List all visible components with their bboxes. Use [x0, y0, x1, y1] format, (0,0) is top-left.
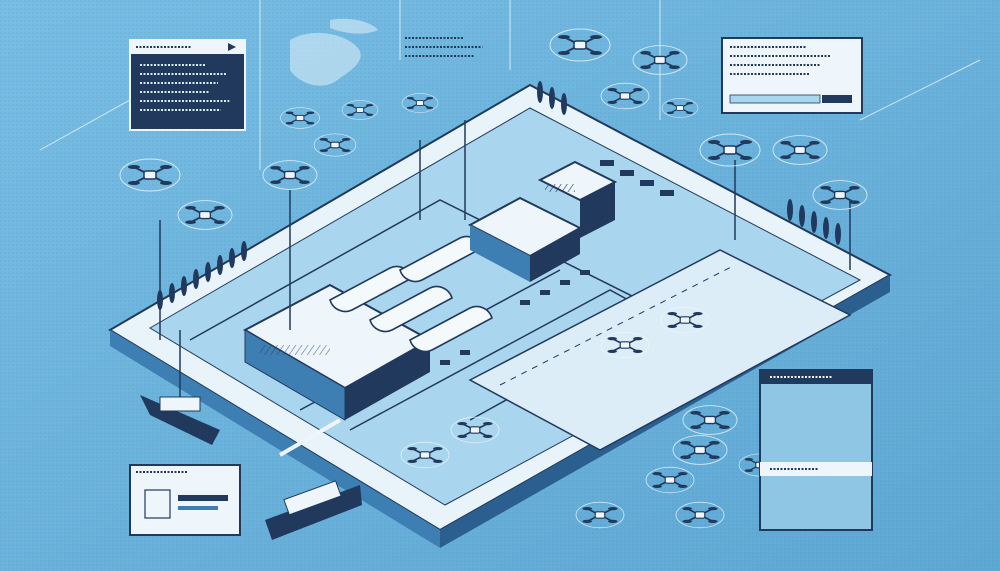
antenna-towers — [159, 120, 851, 400]
drone-icon — [450, 416, 500, 444]
drone-icon — [675, 501, 725, 529]
warehouse-main — [242, 283, 433, 421]
ship-icon — [265, 480, 362, 540]
drone-icon — [600, 331, 650, 359]
drone-icon — [672, 435, 728, 465]
drone-icon — [660, 306, 710, 334]
world-map-sketch — [290, 18, 378, 86]
drone-icon — [313, 133, 357, 157]
drone-icon — [632, 45, 688, 75]
hangar-row — [329, 235, 493, 353]
drone-icon — [699, 133, 761, 167]
arrow-icon — [228, 43, 236, 51]
drone-icon — [682, 405, 738, 435]
drone-icon — [772, 135, 828, 165]
drone-icon — [645, 466, 695, 494]
drone-icon — [119, 158, 181, 192]
drone-icon — [401, 93, 439, 113]
top-left-panel — [129, 39, 246, 131]
drone-icon — [400, 441, 450, 469]
tree-rows — [157, 81, 841, 310]
drone-icon — [262, 160, 318, 190]
drone-icon — [575, 501, 625, 529]
container-stacks — [440, 160, 674, 365]
bottom-left-panel — [129, 464, 241, 536]
drone-icon — [600, 82, 650, 110]
runway-strip — [468, 249, 852, 451]
hq-building — [467, 160, 618, 282]
drone-swarm — [119, 28, 868, 530]
drone-icon — [661, 98, 699, 118]
drone-icon — [177, 200, 233, 230]
pier — [278, 418, 342, 457]
panel-text-rows — [136, 37, 833, 473]
top-right-panel — [721, 37, 863, 114]
ship-icon — [140, 395, 220, 445]
drone-icon — [812, 180, 868, 210]
drone-icon — [341, 100, 379, 120]
bottom-right-panel — [759, 369, 873, 531]
drone-icon — [280, 107, 320, 129]
drone-icon — [549, 28, 611, 62]
